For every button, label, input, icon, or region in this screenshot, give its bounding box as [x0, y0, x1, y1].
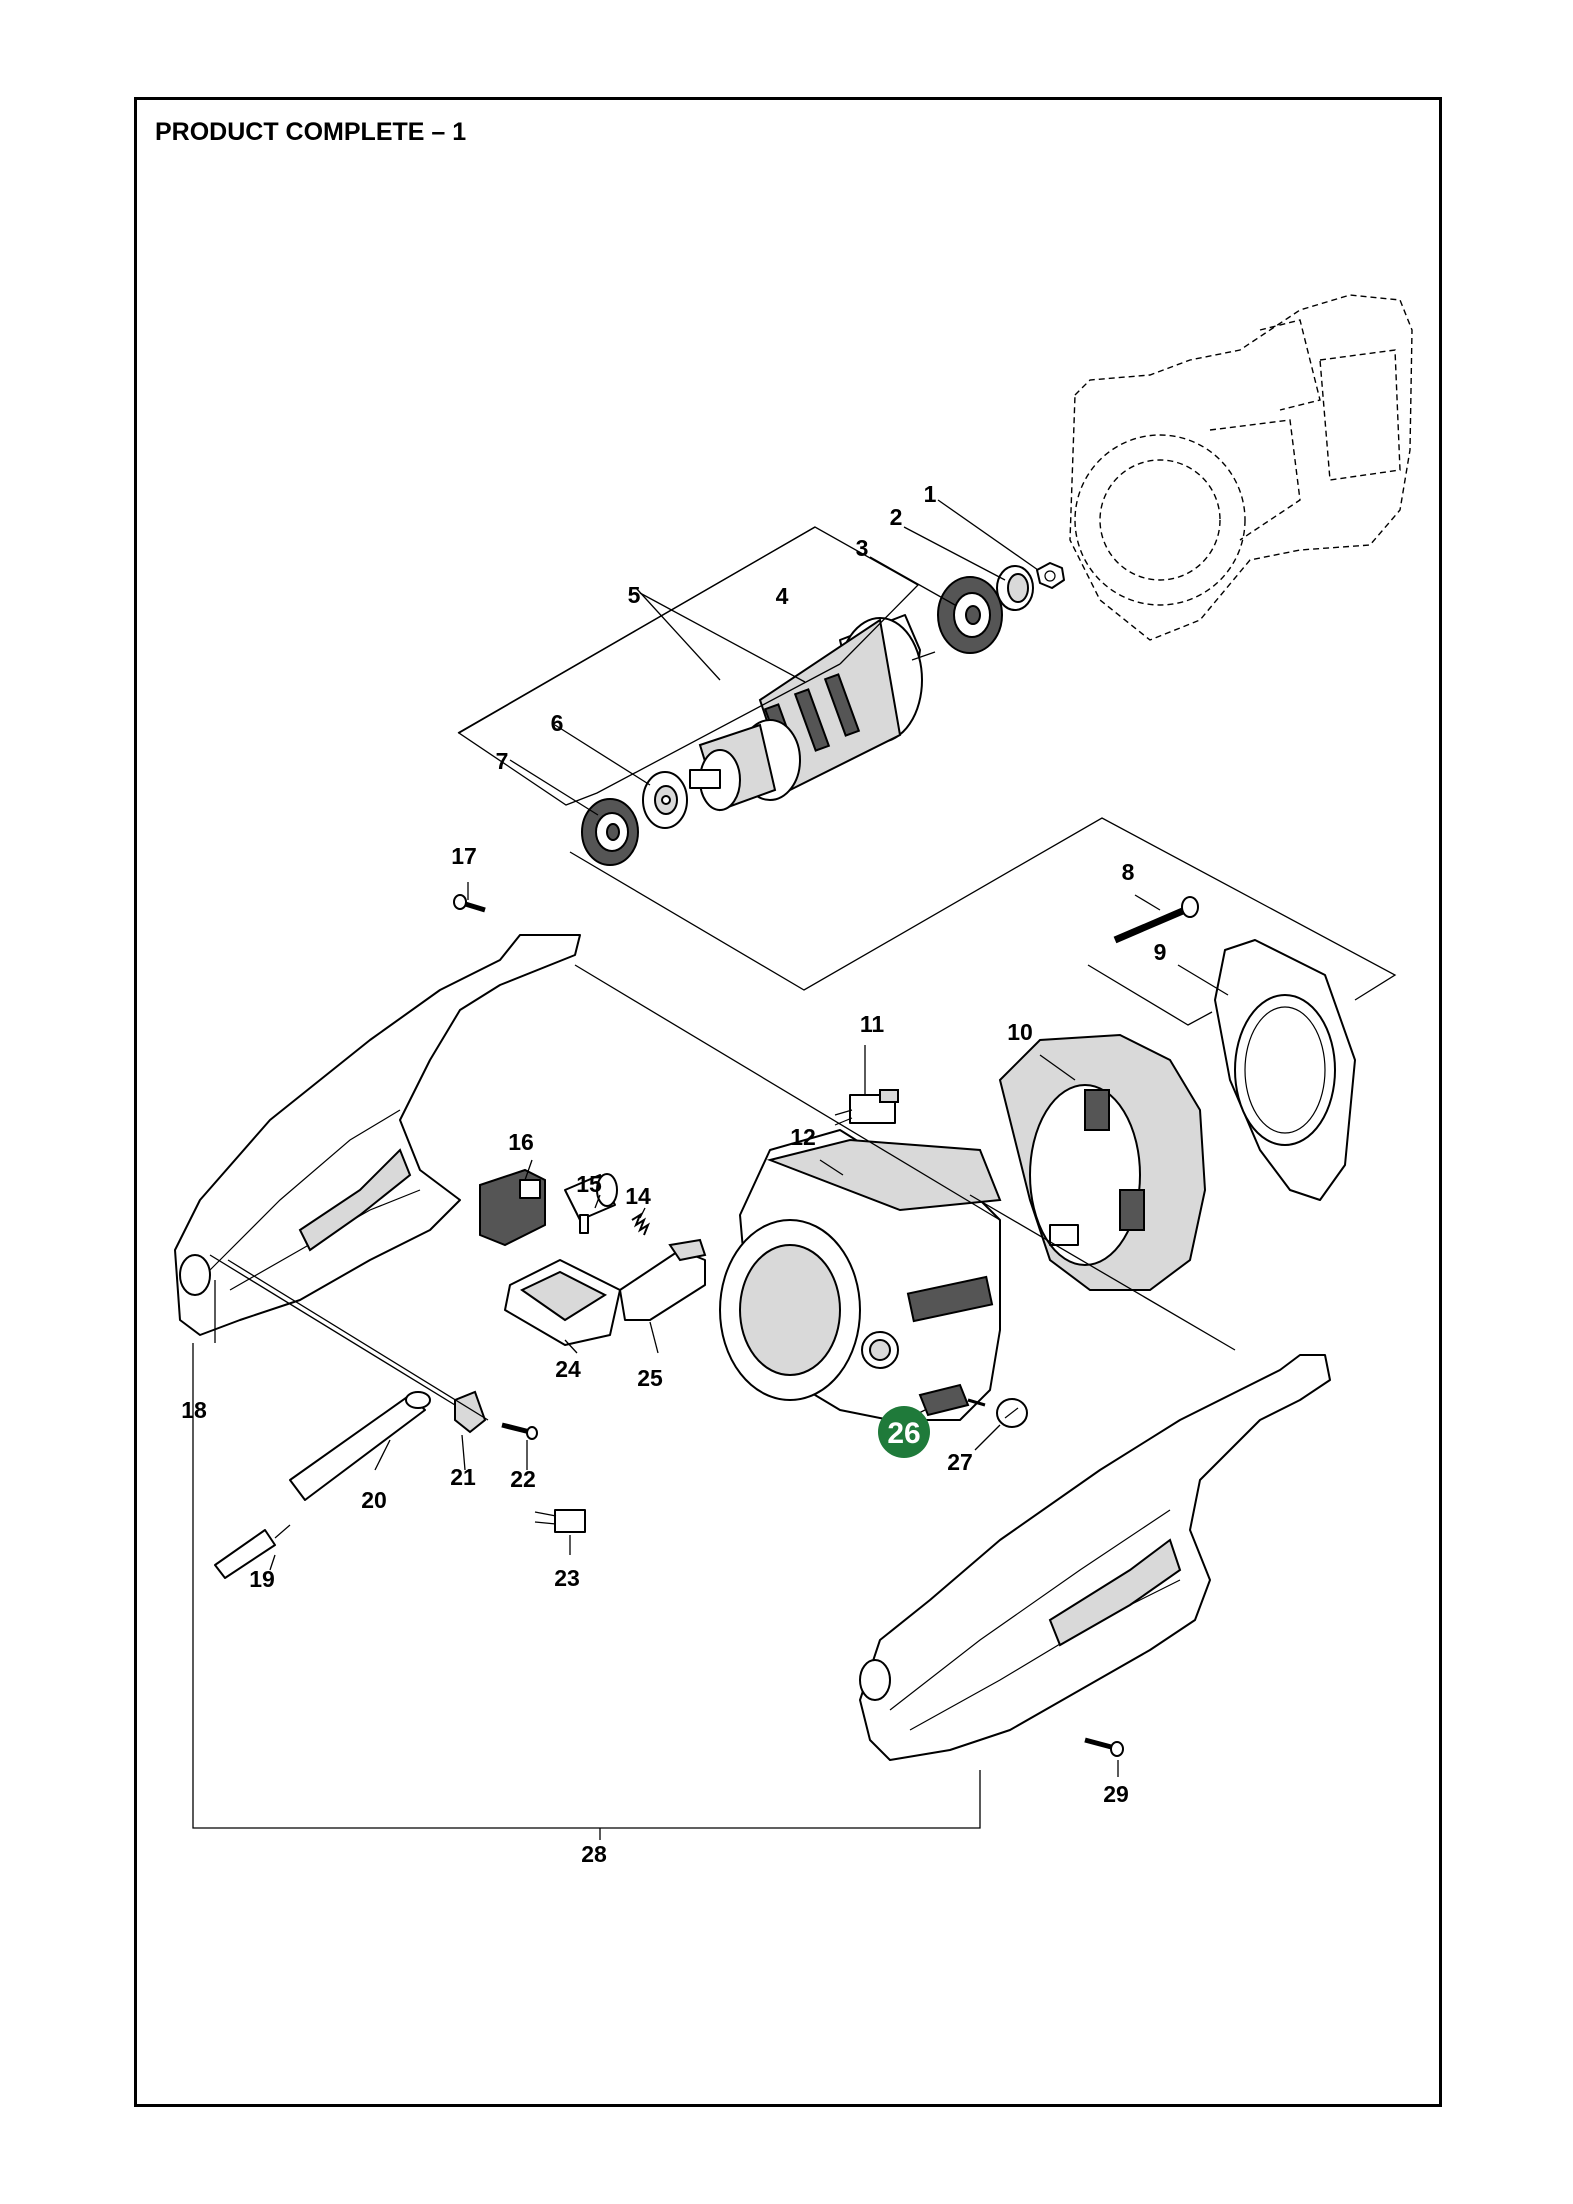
callout-3[interactable]: 3: [856, 535, 869, 561]
part-24-filter: [504, 1259, 621, 1346]
part-7-bearing: [581, 798, 639, 866]
callout-10[interactable]: 10: [1007, 1019, 1033, 1045]
callout-18[interactable]: 18: [181, 1397, 207, 1423]
callout-24[interactable]: 24: [555, 1356, 581, 1382]
callout-26[interactable]: 26: [887, 1417, 920, 1450]
callout-27[interactable]: 27: [947, 1449, 973, 1475]
part-3-bearing: [937, 576, 1003, 654]
part-2-pinion: [996, 565, 1034, 611]
part-26-brush: [918, 1383, 986, 1417]
part-5-armature: [689, 614, 936, 812]
callout-5[interactable]: 5: [628, 582, 641, 608]
callout-21[interactable]: 21: [450, 1464, 476, 1490]
part-6-washer: [642, 771, 688, 829]
part-16-terminal-block: [479, 1168, 546, 1247]
callout-4[interactable]: 4: [776, 583, 789, 609]
callout-15[interactable]: 15: [576, 1171, 602, 1197]
callout-12[interactable]: 12: [790, 1124, 816, 1150]
callout-2[interactable]: 2: [890, 504, 903, 530]
part-14-spring: [631, 1212, 651, 1236]
diagram-frame: [134, 97, 1442, 2107]
part-27-brush-cap: [996, 1398, 1028, 1428]
part-8-screw: [1113, 896, 1199, 944]
part-19-pin: [214, 1524, 291, 1579]
part-17-screw: [453, 894, 486, 913]
part-12-motor-housing: [719, 1129, 1002, 1421]
part-11-switch: [834, 1089, 899, 1126]
callout-26-badge[interactable]: [878, 1406, 930, 1458]
callout-22[interactable]: 22: [510, 1466, 536, 1492]
part-9-fan-cover: [1214, 939, 1356, 1201]
gear-housing: [1069, 294, 1413, 641]
part-18-handle-half-left: [174, 934, 581, 1336]
callout-labels: 1 2 3 4 5 6 7 8 9 10 11 12 14 15 16 17 1…: [181, 481, 1166, 1867]
callout-29[interactable]: 29: [1103, 1781, 1129, 1807]
callout-17[interactable]: 17: [451, 843, 477, 869]
leader-lines: [192, 499, 1397, 1840]
callout-1[interactable]: 1: [924, 481, 937, 507]
callout-16[interactable]: 16: [508, 1129, 534, 1155]
part-28-handle-half-right: [859, 1354, 1331, 1761]
callout-23[interactable]: 23: [554, 1565, 580, 1591]
part-20-tube: [289, 1391, 431, 1501]
callout-11[interactable]: 11: [860, 1011, 885, 1037]
part-15-cylinder: [564, 1173, 618, 1234]
callout-25[interactable]: 25: [637, 1365, 663, 1391]
callout-9[interactable]: 9: [1154, 939, 1167, 965]
part-1-nut: [1036, 562, 1065, 589]
part-23-capacitor: [534, 1509, 586, 1533]
part-10-stator: [998, 1033, 1207, 1291]
part-21-clip: [454, 1390, 487, 1434]
part-25-lever: [619, 1238, 707, 1321]
callout-28[interactable]: 28: [581, 1841, 607, 1867]
callout-6[interactable]: 6: [551, 710, 564, 736]
callout-20[interactable]: 20: [361, 1487, 387, 1513]
callout-7[interactable]: 7: [496, 748, 509, 774]
part-22-screw: [501, 1422, 538, 1440]
callout-8[interactable]: 8: [1122, 859, 1135, 885]
callout-14[interactable]: 14: [625, 1183, 651, 1209]
callout-19[interactable]: 19: [249, 1566, 275, 1592]
part-29-screw: [1084, 1737, 1124, 1757]
page-title: PRODUCT COMPLETE – 1: [155, 118, 467, 146]
